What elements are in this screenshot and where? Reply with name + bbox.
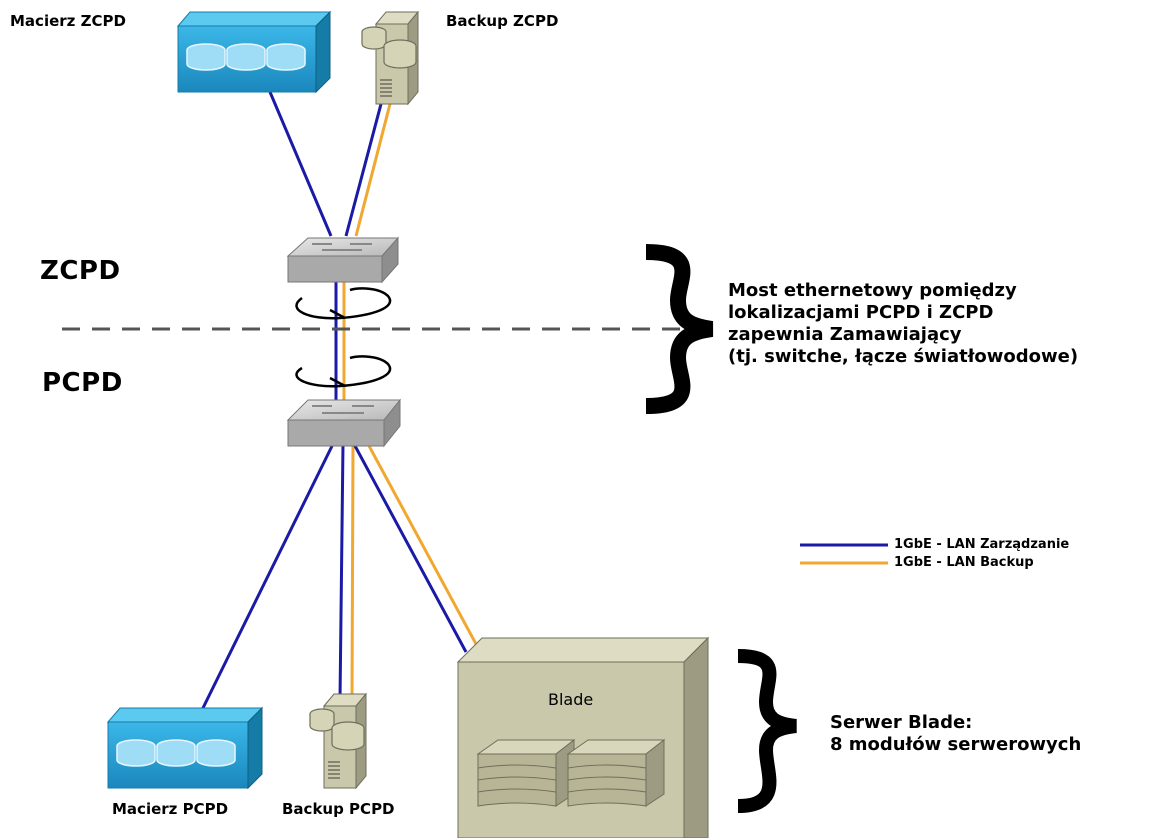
- label-macierz-zcpd: Macierz ZCPD: [10, 12, 126, 30]
- bridge-loop-icon: [295, 287, 392, 388]
- link-lines: [200, 91, 478, 711]
- zone-label-zcpd: ZCPD: [40, 256, 121, 286]
- link-backup: [366, 443, 478, 645]
- link-management: [352, 443, 468, 653]
- bridge-note: Most ethernetowy pomiędzy lokalizacjami …: [728, 280, 1148, 368]
- link-backup: [350, 443, 355, 701]
- switch-pcpd-icon: [286, 398, 402, 448]
- legend-management-label: 1GbE - LAN Zarządzanie: [894, 537, 1070, 552]
- legend-backup-label: 1GbE - LAN Backup: [894, 555, 1034, 570]
- bridge-note-line: lokalizacjami PCPD i ZCPD: [728, 302, 994, 323]
- storage-array-pcpd-icon: [106, 706, 264, 790]
- label-blade: Blade: [548, 690, 594, 709]
- link-backup: [354, 103, 392, 237]
- switch-zcpd-icon: [286, 236, 400, 284]
- link-management: [344, 103, 383, 237]
- blade-module-stack-icon: [566, 738, 666, 807]
- server-backup-zcpd-icon: [361, 10, 420, 106]
- link-management: [200, 443, 335, 711]
- blade-note-line: Serwer Blade:: [830, 712, 973, 733]
- bridge-brace-icon: [645, 244, 714, 414]
- storage-array-zcpd-icon: [176, 10, 332, 94]
- blade-note-line: 8 modułów serwerowych: [830, 734, 1082, 755]
- zone-label-pcpd: PCPD: [42, 368, 123, 398]
- link-management: [268, 91, 333, 237]
- label-backup-pcpd: Backup PCPD: [282, 800, 395, 818]
- link-management: [338, 443, 345, 701]
- blade-note: Serwer Blade: 8 modułów serwerowych: [830, 712, 1150, 756]
- label-backup-zcpd: Backup ZCPD: [446, 12, 559, 30]
- server-backup-pcpd-icon: [309, 692, 368, 790]
- bridge-note-line: Most ethernetowy pomiędzy: [728, 280, 1017, 301]
- bridge-note-line: (tj. switche, łącze światłowodowe): [728, 346, 1079, 367]
- legend-swatches: [800, 543, 888, 565]
- blade-module-stack-icon: [476, 738, 576, 807]
- bridge-note-line: zapewnia Zamawiający: [728, 324, 962, 345]
- blade-enclosure-icon: [456, 636, 710, 838]
- label-macierz-pcpd: Macierz PCPD: [112, 800, 229, 818]
- blade-brace-icon: [737, 649, 797, 813]
